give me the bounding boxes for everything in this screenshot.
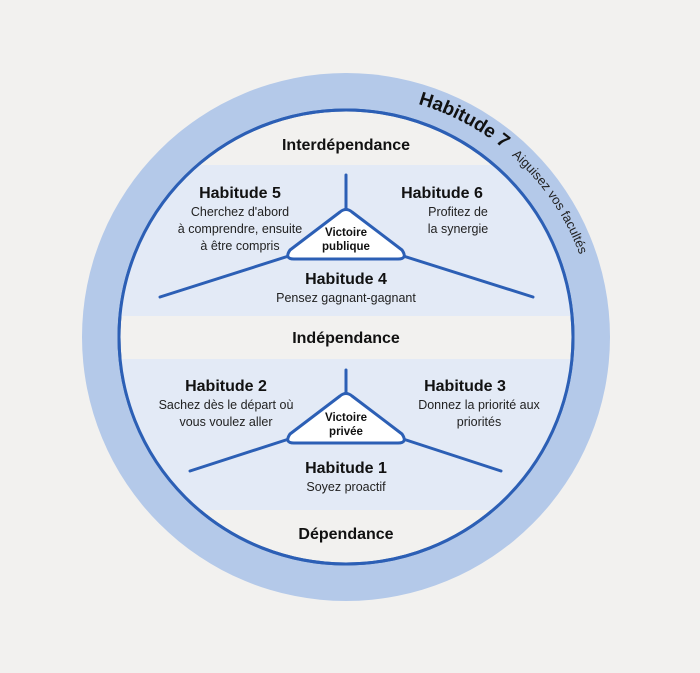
private-victory-triangle: [286, 392, 406, 445]
level-independence: Indépendance: [292, 330, 400, 347]
habit-6-line-2: la synergie: [428, 222, 488, 236]
level-dependence: Dépendance: [298, 526, 393, 543]
habit-3-line-1: Donnez la priorité aux: [418, 398, 540, 412]
habit-5-line-3: à être compris: [200, 239, 279, 253]
public-right-line: [398, 253, 535, 299]
public-left-line: [158, 253, 294, 299]
habit-4-line-1: Pensez gagnant-gagnant: [276, 291, 416, 305]
habit-2-line-1: Sachez dès le départ où: [159, 398, 294, 412]
habit-5-title: Habitude 5: [199, 185, 281, 202]
habit-1-line-1: Soyez proactif: [306, 480, 386, 494]
public-victory-label-2: publique: [322, 241, 370, 253]
private-left-line: [188, 436, 294, 473]
private-victory-label-2: privée: [329, 426, 363, 438]
habit-3-title: Habitude 3: [424, 378, 506, 395]
inner-circle-border: [117, 108, 575, 566]
habit-1-title: Habitude 1: [305, 460, 387, 477]
public-victory-connector: [158, 173, 535, 299]
public-victory-label-1: Victoire: [325, 227, 367, 239]
habit-3-line-2: priorités: [457, 415, 501, 429]
public-victory-triangle: [286, 208, 406, 261]
habit-6-line-1: Profitez de: [428, 205, 488, 219]
private-victory-label-1: Victoire: [325, 412, 367, 424]
habit-2-title: Habitude 2: [185, 378, 267, 395]
private-right-line: [398, 436, 503, 473]
private-victory-connector: [188, 368, 503, 473]
habit-5-line-1: Cherchez d'abord: [191, 205, 289, 219]
habit-5-line-2: à comprendre, ensuite: [178, 222, 302, 236]
habit-6-title: Habitude 6: [401, 185, 483, 202]
habit-4-title: Habitude 4: [305, 271, 387, 288]
habit-2-line-2: vous voulez aller: [179, 415, 272, 429]
level-interdependence: Interdépendance: [282, 137, 410, 154]
